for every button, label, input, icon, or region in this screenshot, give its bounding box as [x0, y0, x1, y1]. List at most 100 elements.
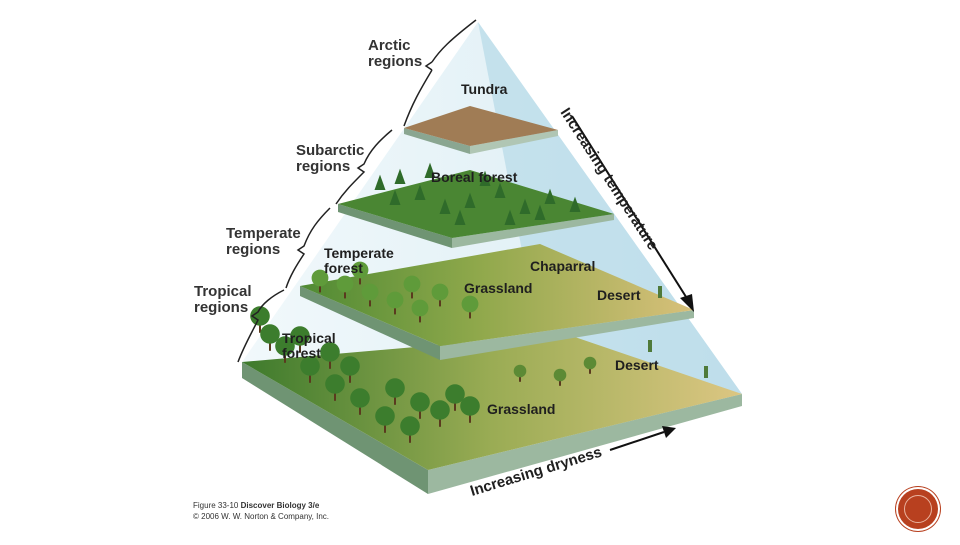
region-temperate-line1: Temperate	[226, 225, 301, 242]
broadleaf-tree	[513, 364, 527, 378]
broadleaf-tree	[320, 342, 340, 362]
broadleaf-tree	[250, 306, 270, 326]
tree-trunk	[469, 308, 471, 319]
broadleaf-tree	[311, 269, 329, 287]
bracket-arctic	[403, 19, 477, 127]
biome-label-tundra: Tundra	[461, 81, 508, 97]
region-temperate-line2: regions	[226, 240, 281, 258]
broadleaf-tree	[340, 356, 360, 376]
tree-trunk	[359, 403, 361, 415]
conifer-tree	[454, 209, 466, 225]
tree-trunk	[409, 431, 411, 443]
tree-trunk	[344, 288, 346, 299]
broadleaf-tree	[300, 356, 320, 376]
temperate-forest-line2: forest	[324, 259, 363, 276]
broadleaf-tree	[431, 283, 449, 301]
tree-trunk	[384, 421, 386, 433]
broadleaf-tree	[400, 416, 420, 436]
tree-trunk	[439, 415, 441, 427]
tree-trunk	[259, 321, 261, 333]
tree-trunk	[334, 389, 336, 401]
biome-label-desert-tropical: Desert	[615, 357, 659, 373]
broadleaf-tree	[361, 283, 379, 301]
conifer-tree	[504, 209, 516, 225]
broadleaf-tree	[260, 324, 280, 344]
region-subarctic-line1: Subarctic	[296, 142, 365, 159]
conifer-tree	[569, 196, 581, 212]
dryness-arrowhead	[662, 426, 676, 438]
cactus	[658, 286, 662, 298]
region-arctic-line1: Arctic	[368, 37, 411, 54]
tree-trunk	[349, 371, 351, 383]
region-label-temperate: Temperate regions	[226, 226, 301, 258]
region-subarctic-line2: regions	[296, 157, 351, 175]
broadleaf-tree	[351, 261, 369, 279]
region-label-tropical: Tropical regions	[194, 284, 252, 316]
cactus	[704, 366, 708, 378]
tree-trunk	[559, 378, 561, 386]
trees-layer	[250, 162, 708, 443]
tropical-forest-line1: Tropical	[282, 330, 336, 346]
tree-trunk	[439, 296, 441, 307]
conifer-tree	[544, 188, 556, 204]
broadleaf-tree	[553, 368, 567, 382]
bracket-subarctic	[335, 129, 393, 205]
conifer-tree	[519, 198, 531, 214]
slab-tropical-top	[242, 334, 742, 470]
slide-badge-ring	[904, 495, 932, 523]
bracket-tropical	[237, 289, 285, 363]
broadleaf-tree	[461, 295, 479, 313]
conifer-tree	[389, 189, 401, 205]
tree-trunk	[394, 304, 396, 315]
tree-trunk	[284, 351, 286, 363]
conifer-tree	[394, 168, 406, 184]
slab-temperate-top	[300, 244, 694, 346]
tree-trunk	[329, 357, 331, 369]
broadleaf-tree	[430, 400, 450, 420]
tree-trunk	[419, 407, 421, 419]
bracket-temperate	[285, 207, 331, 289]
tree-trunk	[369, 296, 371, 307]
broadleaf-tree	[445, 384, 465, 404]
conifer-tree	[479, 170, 491, 186]
slab-arctic-side-right	[470, 130, 558, 154]
slab-temperate-side-left	[300, 286, 440, 360]
biome-label-boreal-forest: Boreal forest	[431, 169, 518, 185]
tree-trunk	[469, 411, 471, 423]
figure-credit-line1: Figure 33-10 Discover Biology 3/e	[193, 501, 329, 512]
biome-label-chaparral: Chaparral	[530, 258, 596, 274]
region-tropical-line1: Tropical	[194, 283, 252, 300]
figure-number: Figure 33-10	[193, 501, 239, 510]
tropical-forest-line2: forest	[282, 344, 321, 361]
region-label-subarctic: Subarctic regions	[296, 143, 364, 175]
slab-tropical-side-left	[242, 362, 428, 494]
broadleaf-tree	[336, 275, 354, 293]
tree-trunk	[299, 341, 301, 353]
slab-arctic-top	[404, 106, 558, 146]
tree-trunk	[411, 288, 413, 299]
biome-label-grassland-tropical: Grassland	[487, 401, 556, 417]
conifer-tree	[494, 182, 506, 198]
dryness-arrow	[609, 431, 665, 451]
temperate-forest-line1: Temperate	[324, 245, 394, 261]
conifer-tree	[439, 198, 451, 214]
tree-trunk	[394, 393, 396, 405]
copyright-line: © 2006 W. W. Norton & Company, Inc.	[193, 511, 330, 521]
tree-trunk	[589, 366, 591, 374]
region-label-arctic: Arctic regions	[368, 38, 422, 70]
figure-credit: Figure 33-10 Discover Biology 3/e © 2006…	[193, 501, 329, 523]
slab-arctic-side-left	[404, 128, 470, 154]
slab-subarctic-side-left	[338, 204, 452, 248]
biome-label-temperate-forest: Temperate forest	[324, 246, 394, 275]
book-title: Discover Biology 3/e	[240, 501, 320, 510]
region-arctic-line2: regions	[368, 52, 423, 70]
slide-badge-icon	[898, 489, 938, 529]
broadleaf-tree	[411, 299, 429, 317]
broadleaf-tree	[460, 396, 480, 416]
broadleaf-tree	[403, 275, 421, 293]
conifer-tree	[424, 162, 436, 178]
broadleaf-tree	[275, 336, 295, 356]
tree-trunk	[319, 282, 321, 293]
